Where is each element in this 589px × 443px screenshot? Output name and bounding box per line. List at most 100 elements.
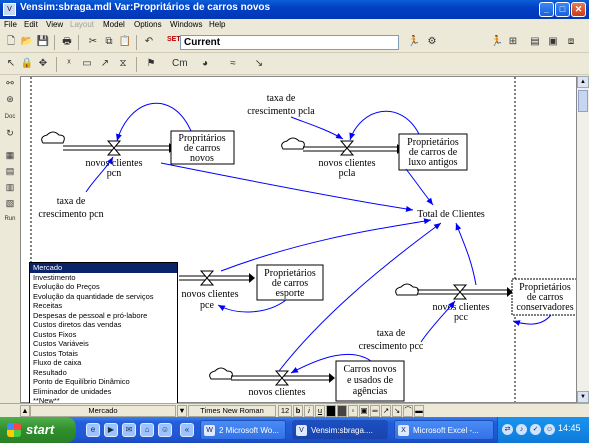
aux-taxa-crescimento-pcn[interactable]: taxa de crescimento pcn xyxy=(38,196,103,220)
comment-tool-icon[interactable]: Cm xyxy=(172,58,188,69)
view-up-icon[interactable]: ▲ xyxy=(20,405,30,417)
pointer-icon[interactable]: ↖ xyxy=(6,58,16,69)
tray-messenger-icon[interactable]: ☺ xyxy=(544,424,555,435)
arrow-tool-icon[interactable]: ↗ xyxy=(100,58,110,69)
text-color-swatch[interactable] xyxy=(326,405,336,417)
task-vensim[interactable]: V Vensim:sbraga.... xyxy=(292,420,388,440)
current-run-input[interactable]: Current xyxy=(180,35,399,50)
strip-graph-icon[interactable]: ▤ xyxy=(5,166,15,176)
stock-proprietarios-esporte[interactable]: Proprietários de carros esporte xyxy=(256,264,324,301)
shadow-variable-icon[interactable]: ⚑ xyxy=(146,58,156,69)
explorer-icon[interactable]: ⌂ xyxy=(140,423,154,437)
flow-pce[interactable]: novos clientes pce xyxy=(179,270,255,311)
task-excel[interactable]: X Microsoft Excel -... xyxy=(394,420,494,440)
view-option[interactable]: Ponto de Equilíbrio Dinâmico xyxy=(33,377,130,386)
maximize-button[interactable]: □ xyxy=(555,2,570,17)
box-variable-icon[interactable]: ▭ xyxy=(82,58,92,69)
copy-icon[interactable]: ⧉ xyxy=(105,36,113,47)
bold-toggle[interactable]: b xyxy=(293,405,303,417)
paste-icon[interactable]: 📋 xyxy=(118,36,132,47)
loops-icon[interactable]: ↻ xyxy=(6,128,14,138)
equations-tool-icon[interactable]: ≈ xyxy=(230,58,236,69)
output-control-icon[interactable]: ⊞ xyxy=(508,36,518,47)
stock-proprietarios-carros-novos[interactable]: Propritários de carros novos xyxy=(170,130,235,165)
stock-carros-novos-usados[interactable]: Carros novos e usados de agências xyxy=(335,360,405,402)
lock-icon[interactable]: 🔒 xyxy=(20,58,34,69)
menu-help[interactable]: Help xyxy=(209,20,226,29)
italic-toggle[interactable]: i xyxy=(304,405,314,417)
scroll-up-icon[interactable]: ▲ xyxy=(577,76,589,88)
menu-model[interactable]: Model xyxy=(103,20,125,29)
flow-carros-usados[interactable]: novos clientes xyxy=(209,367,335,398)
underline-toggle[interactable]: u xyxy=(315,405,325,417)
menu-options[interactable]: Options xyxy=(134,20,162,29)
fill-color-swatch[interactable] xyxy=(337,405,347,417)
view-option[interactable]: Despesas de pessoal e pró-labore xyxy=(33,310,148,320)
view-option[interactable]: Custos diretos das vendas xyxy=(33,320,122,329)
move-icon[interactable]: ✥ xyxy=(38,58,48,69)
menu-file[interactable]: File xyxy=(4,20,17,29)
table-time-down-icon[interactable]: ▧ xyxy=(5,198,15,208)
view-option[interactable]: Mercado xyxy=(30,263,177,273)
arrow-style-swatch[interactable]: ↗ xyxy=(381,405,391,417)
font-size-selector[interactable]: 12 xyxy=(278,405,292,417)
close-button[interactable]: ✕ xyxy=(571,2,586,17)
document-tool-label[interactable]: Doc xyxy=(4,114,16,120)
menu-windows[interactable]: Windows xyxy=(170,20,203,29)
open-folder-icon[interactable]: 📂 xyxy=(20,36,34,47)
game-run-icon[interactable]: ⚙ xyxy=(427,36,437,47)
menu-view[interactable]: View xyxy=(46,20,64,29)
flow-pcn[interactable]: novos clientes pcn xyxy=(41,131,175,179)
view-option[interactable]: Custos Fixos xyxy=(33,329,77,339)
menu-edit[interactable]: Edit xyxy=(24,20,38,29)
stock-proprietarios-conservadores[interactable]: Proprietários de carros conservadores xyxy=(511,278,577,316)
sketch-window-icon[interactable]: ▣ xyxy=(548,36,558,47)
stock-proprietarios-luxo-antigos[interactable]: Proprietários de carros de luxo antigos xyxy=(398,133,468,171)
view-option[interactable]: Fluxo de caixa xyxy=(33,358,82,367)
menu-layout[interactable]: Layout xyxy=(70,20,95,29)
synthesim-icon[interactable]: 🏃 xyxy=(490,36,504,47)
simulate-run-icon[interactable]: 🏃 xyxy=(407,36,421,47)
view-down-icon[interactable]: ▼ xyxy=(177,405,187,417)
causes-tree-icon[interactable]: ⚯ xyxy=(6,78,14,88)
aux-taxa-crescimento-pcla[interactable]: taxa de crescimento pcla xyxy=(247,93,315,117)
runs-compare-label[interactable]: Run xyxy=(4,216,16,222)
show-desktop-icon[interactable]: « xyxy=(180,423,194,437)
view-option[interactable]: **New** xyxy=(33,396,60,405)
view-option[interactable]: Investimento xyxy=(33,272,76,282)
uses-tree-icon[interactable]: ⊛ xyxy=(6,94,14,104)
thickness-swatch[interactable]: ▬ xyxy=(414,405,424,417)
scroll-down-icon[interactable]: ▼ xyxy=(577,391,589,403)
reference-mode-icon[interactable]: ↘ xyxy=(254,58,264,69)
save-icon[interactable]: 💾 xyxy=(36,36,50,47)
tray-volume-icon[interactable]: ♪ xyxy=(516,424,527,435)
vertical-scrollbar[interactable]: ▲ ▼ xyxy=(577,76,589,403)
border-swatch[interactable]: ▣ xyxy=(359,405,369,417)
tray-network-icon[interactable]: ⇄ xyxy=(502,424,513,435)
undo-icon[interactable]: ↶ xyxy=(144,36,154,47)
start-button[interactable]: start xyxy=(0,417,76,443)
rate-tool-icon[interactable]: ⧖ xyxy=(119,58,127,69)
delete-tool-icon[interactable]: ◕ xyxy=(201,58,209,69)
view-option[interactable]: Custos Totais xyxy=(33,348,78,358)
link-style-swatch[interactable]: ⌒ xyxy=(403,405,413,417)
font-selector[interactable]: Times New Roman xyxy=(188,405,276,417)
view-name-selector[interactable]: Mercado xyxy=(30,405,176,417)
aux-total-de-clientes[interactable]: Total de Clientes xyxy=(417,209,485,220)
task-word[interactable]: W 2 Microsoft Wo... xyxy=(200,420,286,440)
print-icon[interactable]: 🖶 xyxy=(62,36,72,47)
line-style-swatch[interactable]: ═ xyxy=(370,405,380,417)
minimize-button[interactable]: _ xyxy=(539,2,554,17)
view-option[interactable]: Custos Variáveis xyxy=(33,339,89,348)
outlook-icon[interactable]: ✉ xyxy=(122,423,136,437)
control-panel-icon[interactable]: ⧈ xyxy=(567,36,575,47)
view-option[interactable]: Eliminador de unidades xyxy=(33,386,112,396)
ie-quicklaunch-icon[interactable]: e xyxy=(86,423,100,437)
flow-pcc[interactable]: novos clientes pcc xyxy=(395,283,513,323)
vensim-app-icon[interactable]: V xyxy=(3,3,16,16)
datasets-icon[interactable]: ▤ xyxy=(530,36,540,47)
shape-swatch[interactable]: ▫ xyxy=(348,405,358,417)
flow-pcla[interactable]: novos clientes pcla xyxy=(281,137,403,179)
variable-tool-icon[interactable]: ˣ xyxy=(67,58,71,69)
